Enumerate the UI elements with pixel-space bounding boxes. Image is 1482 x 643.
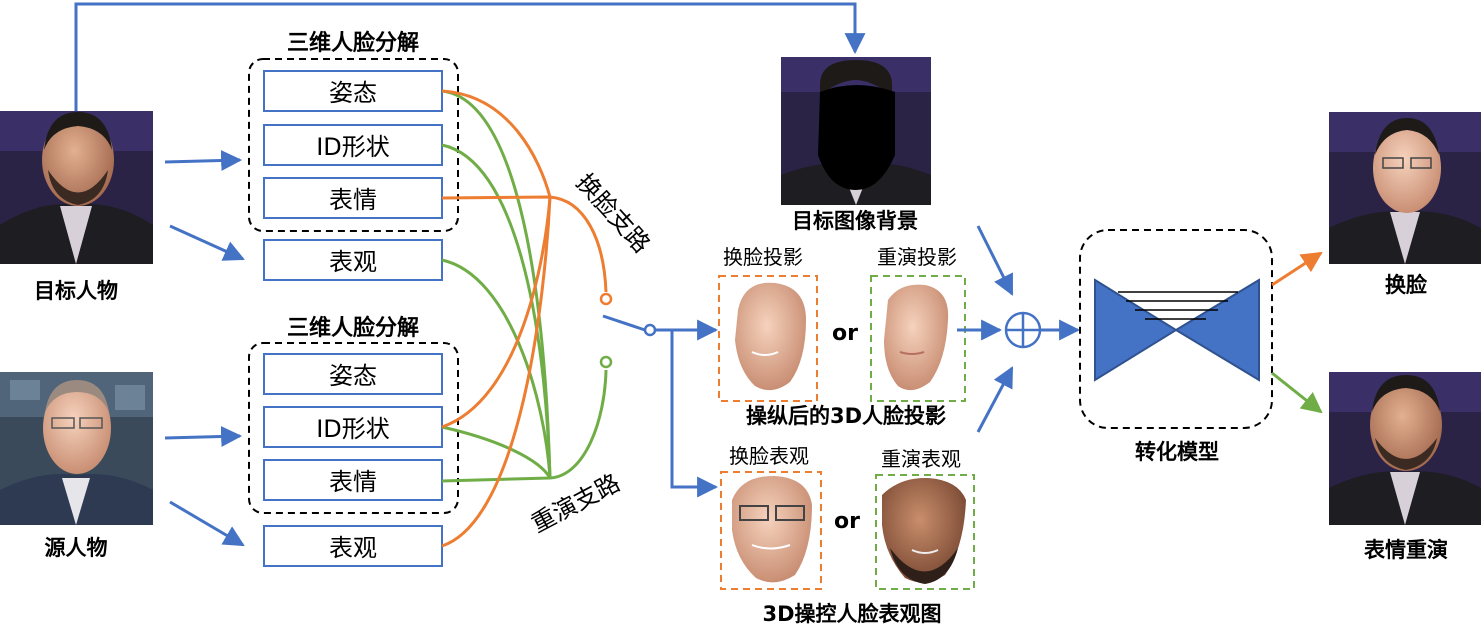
reenact-switch-terminal — [599, 355, 613, 369]
source-person-label: 源人物 — [45, 536, 108, 560]
top-decomp-group — [248, 58, 459, 232]
reenact-appearance-face — [882, 477, 966, 584]
bottom-id-shape-label: ID形状 — [316, 415, 390, 443]
source-person-photo — [0, 372, 153, 525]
top-appearance-box: 表观 — [263, 239, 443, 281]
model-frame — [1079, 229, 1273, 429]
target-person-label: 目标人物 — [34, 279, 118, 303]
projection-caption: 操纵后的3D人脸投影 — [746, 404, 946, 428]
bottom-expression-box: 表情 — [263, 459, 443, 501]
reenact-projection-face — [884, 284, 949, 391]
target-to-background-arrow — [74, 2, 866, 111]
appearance-to-combine-arrow — [976, 366, 1014, 433]
model-to-swap-arrow — [1271, 251, 1323, 287]
swap-branch-curves — [441, 89, 608, 548]
target-to-decomp-arrow — [164, 150, 243, 172]
bottom-decomp-group — [248, 342, 459, 514]
reenact-appearance-frame — [875, 474, 975, 590]
bottom-appearance-box: 表观 — [263, 525, 443, 567]
encoder-decoder-icon — [1094, 278, 1260, 382]
swap-appearance-frame — [720, 471, 822, 590]
bottom-expression-label: 表情 — [329, 468, 377, 496]
reenact-projection-frame — [870, 275, 966, 402]
swap-projection-frame — [718, 275, 818, 402]
reenact-appearance-label: 重演表观 — [881, 447, 961, 471]
combine-operator-icon — [1004, 311, 1042, 349]
reenact-projection-label: 重演投影 — [877, 245, 957, 269]
swap-appearance-label: 换脸表观 — [729, 444, 809, 468]
source-to-decomp-arrow — [164, 426, 243, 448]
target-background-photo — [781, 57, 931, 205]
top-expression-label: 表情 — [329, 186, 377, 214]
top-expression-box: 表情 — [263, 177, 443, 219]
swap-projection-face — [735, 282, 806, 391]
bottom-pose-box: 姿态 — [263, 353, 443, 395]
bottom-appearance-label: 表观 — [329, 534, 377, 562]
swap-projection-label: 换脸投影 — [723, 245, 803, 269]
top-pose-label: 姿态 — [329, 79, 377, 107]
output-swap-label: 换脸 — [1385, 273, 1428, 297]
switch-pivot — [643, 323, 657, 337]
or-text-1: or — [832, 321, 858, 346]
top-decomp-title: 三维人脸分解 — [287, 30, 419, 56]
target-to-appearance-arrow — [169, 224, 245, 261]
top-appearance-label: 表观 — [329, 248, 377, 276]
model-label: 转化模型 — [1135, 440, 1219, 464]
target-person-photo — [0, 111, 153, 264]
background-label: 目标图像背景 — [792, 209, 918, 233]
reenact-branch-curves — [441, 89, 608, 483]
switch-to-appearance-arrow — [670, 330, 719, 498]
source-to-appearance-arrow — [169, 500, 245, 547]
top-id-shape-box: ID形状 — [263, 124, 443, 166]
bottom-id-shape-box: ID形状 — [263, 406, 443, 448]
background-to-combine-arrow — [976, 225, 1014, 296]
swap-switch-terminal — [599, 292, 613, 306]
output-reenact-label: 表情重演 — [1364, 538, 1448, 562]
appearance-caption: 3D操控人脸表观图 — [762, 602, 941, 626]
switch-lever — [602, 314, 646, 332]
bottom-decomp-title: 三维人脸分解 — [287, 315, 419, 341]
top-id-shape-label: ID形状 — [316, 133, 390, 161]
or-text-2: or — [834, 509, 860, 534]
model-to-reenact-arrow — [1271, 371, 1323, 414]
face-swap-output-photo — [1329, 112, 1481, 264]
top-pose-box: 姿态 — [263, 70, 443, 112]
reenactment-output-photo — [1329, 372, 1481, 525]
swap-appearance-face — [732, 475, 812, 583]
bottom-pose-label: 姿态 — [329, 362, 377, 390]
